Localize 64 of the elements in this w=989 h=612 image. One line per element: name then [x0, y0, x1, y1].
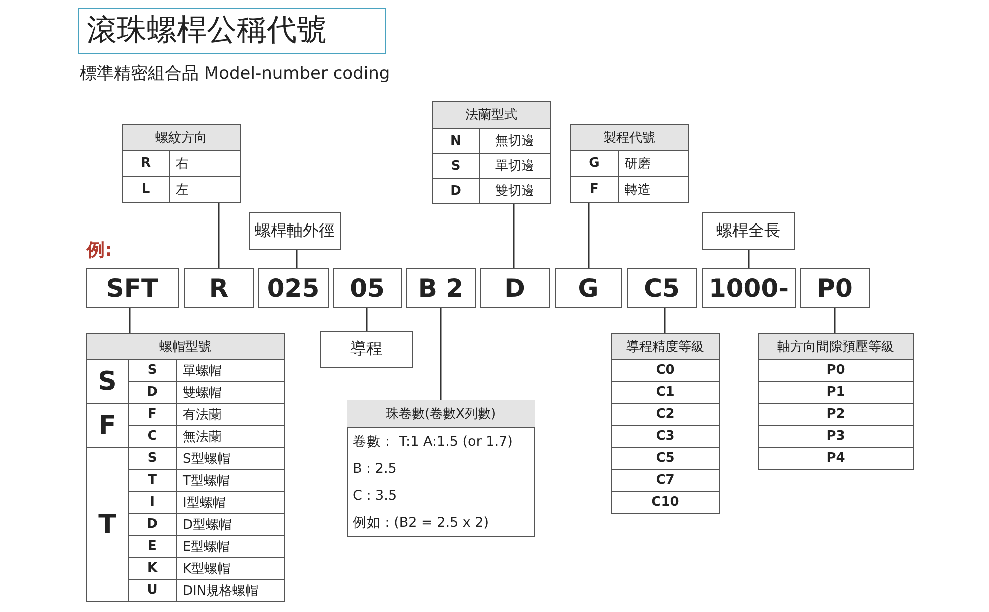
code-box: B 2: [406, 268, 476, 308]
table-header: 螺紋方向: [122, 124, 241, 151]
connector-line: [296, 250, 298, 268]
code-box: 05: [333, 268, 402, 308]
code-box: R: [184, 268, 254, 308]
table-cell: C2: [611, 403, 720, 426]
table-cell: F: [570, 176, 619, 203]
connector-line: [513, 204, 515, 268]
connector-line: [664, 308, 666, 333]
table-cell: P1: [758, 381, 914, 404]
table-cell: P4: [758, 447, 914, 470]
table-cell: T: [86, 447, 129, 602]
connector-line: [440, 308, 442, 400]
note-text: 例如 : (B2 = 2.5 x 2): [353, 514, 490, 533]
table-cell: C5: [611, 447, 720, 470]
table-header: 軸方向間隙預壓等級: [758, 333, 914, 360]
connector-line: [588, 203, 590, 268]
label-box: 導程: [320, 331, 413, 368]
table-header: 導程精度等級: [611, 333, 720, 360]
lookup-table: [611, 333, 720, 514]
table-header: 螺帽型號: [86, 333, 285, 360]
table-header: 製程代號: [570, 124, 689, 151]
table-cell: D: [432, 178, 480, 204]
note-text: C : 3.5: [353, 487, 398, 506]
table-cell: DIN規格螺帽: [176, 579, 285, 602]
table-cell: C1: [611, 381, 720, 404]
table-cell: P3: [758, 425, 914, 448]
lookup-table: [758, 333, 914, 470]
table-cell: P2: [758, 403, 914, 426]
lookup-table: [122, 124, 241, 203]
note-text: B : 2.5: [353, 460, 397, 479]
table-cell: C7: [611, 469, 720, 492]
table-cell: L: [122, 176, 170, 203]
label-box: 螺桿全長: [702, 212, 795, 250]
code-box: C5: [627, 268, 697, 308]
table-cell: 左: [169, 176, 241, 203]
code-box: SFT: [86, 268, 179, 308]
box-header: 珠卷數(卷數X列數): [347, 400, 535, 428]
table-cell: C3: [611, 425, 720, 448]
label-box: 螺桿軸外徑: [249, 212, 341, 250]
lookup-table: [570, 124, 689, 203]
table-cell: C0: [611, 359, 720, 382]
connector-line: [366, 308, 368, 331]
code-box: 025: [258, 268, 329, 308]
subtitle: 標準精密組合品 Model-number coding: [80, 63, 390, 85]
table-cell: 轉造: [618, 176, 689, 203]
connector-line: [129, 308, 131, 333]
connector-line: [218, 203, 220, 268]
title-box: 滾珠螺桿公稱代號: [78, 8, 386, 54]
code-box: D: [480, 268, 550, 308]
code-box: 1000-: [702, 268, 796, 308]
lookup-table: [432, 101, 551, 204]
table-cell: P0: [758, 359, 914, 382]
connector-line: [748, 250, 750, 268]
table-header: 法蘭型式: [432, 101, 551, 129]
example-label: 例:: [87, 239, 112, 262]
lookup-table: [86, 333, 285, 602]
code-box: G: [555, 268, 622, 308]
note-text: 卷數： T:1 A:1.5 (or 1.7): [353, 433, 513, 452]
table-cell: 雙切邊: [479, 178, 551, 204]
connector-line: [834, 308, 836, 333]
info-box: [347, 400, 535, 537]
code-box: P0: [800, 268, 870, 308]
table-cell: C10: [611, 491, 720, 514]
